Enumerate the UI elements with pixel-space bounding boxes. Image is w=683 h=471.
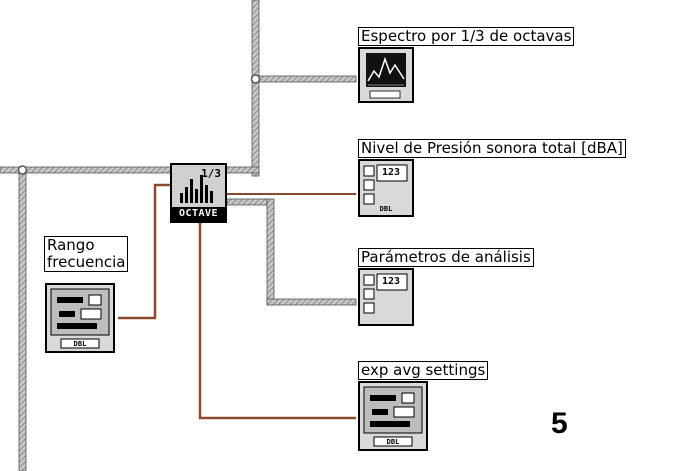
exp-avg-cluster-control[interactable]: DBL [358, 381, 428, 451]
octave-fraction: 1/3 [201, 167, 221, 180]
cluster-wire-to-spectrum[interactable] [258, 75, 357, 83]
indicator-foot-text: DBL [379, 205, 393, 213]
cluster-control-icon [363, 386, 423, 447]
step-number: 5 [551, 407, 568, 440]
cluster-wire-octave-out[interactable] [226, 198, 357, 306]
octave-analysis-icon [180, 175, 213, 203]
numeric-value-text: 123 [382, 167, 401, 178]
range-foot-text: DBL [73, 340, 87, 348]
octave-name: OCTAVE [172, 207, 225, 221]
exp-avg-label: exp avg settings [358, 361, 489, 380]
scalar-wire-exp-avg[interactable] [198, 223, 356, 420]
spectrum-graph-indicator[interactable] [358, 47, 414, 103]
range-cluster-control[interactable]: DBL [45, 283, 115, 353]
exp-avg-foot-text: DBL [386, 438, 400, 446]
cluster-wire-left-vertical[interactable] [18, 166, 27, 471]
range-label: Rango frecuencia [44, 236, 129, 272]
total-level-indicator[interactable]: 123 DBL [358, 159, 414, 217]
params-label: Parámetros de análisis [358, 248, 534, 267]
spectrum-label: Espectro por 1/3 de octavas [358, 27, 575, 46]
cluster-wire-top-vertical[interactable] [251, 0, 260, 177]
total-level-label: Nivel de Presión sonora total [dBA] [358, 139, 626, 158]
numeric-indicator-icon [363, 164, 408, 205]
scalar-wire-range[interactable] [118, 183, 170, 320]
params-indicator[interactable]: 123 [358, 268, 414, 326]
octave-subvi-node[interactable]: 1/3 OCTAVE [170, 163, 227, 223]
cluster-indicator-icon [363, 273, 408, 314]
waveform-graph-icon [366, 53, 406, 99]
wire-junction-left [17, 165, 28, 175]
params-value-text: 123 [382, 276, 401, 287]
wire-junction-top [250, 74, 261, 84]
cluster-wire-main-horizontal[interactable] [0, 166, 260, 174]
cluster-control-icon [50, 288, 110, 349]
